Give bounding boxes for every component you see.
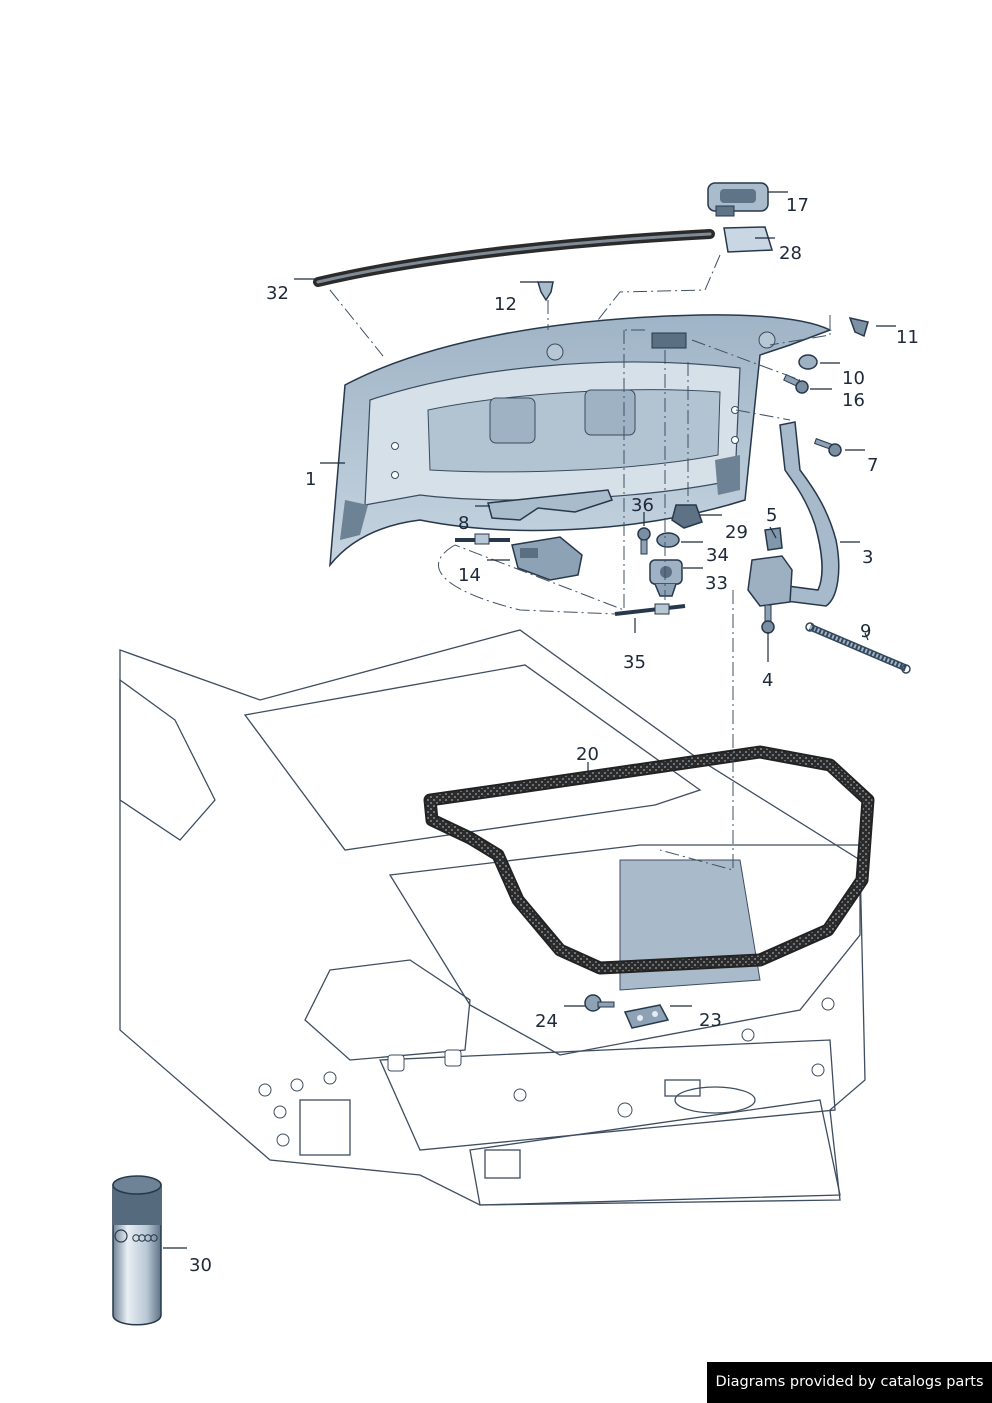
callout-16: 16 bbox=[842, 390, 865, 411]
callout-35: 35 bbox=[623, 652, 646, 673]
handle-part bbox=[707, 182, 769, 217]
callout-17: 17 bbox=[786, 195, 809, 216]
trunk-seal bbox=[423, 745, 875, 975]
callout-34: 34 bbox=[706, 545, 729, 566]
switch-29 bbox=[671, 504, 703, 529]
screw-24 bbox=[584, 994, 615, 1012]
callout-4: 4 bbox=[762, 670, 773, 691]
cable-end-35 bbox=[614, 603, 686, 616]
callout-33: 33 bbox=[705, 573, 728, 594]
callout-36: 36 bbox=[631, 495, 654, 516]
buffer-10 bbox=[798, 354, 818, 370]
callout-12: 12 bbox=[494, 294, 517, 315]
bolt-16 bbox=[783, 373, 809, 394]
callout-28: 28 bbox=[779, 243, 802, 264]
washer-34 bbox=[656, 532, 680, 548]
callout-1: 1 bbox=[305, 469, 316, 490]
buffer-11 bbox=[848, 316, 869, 338]
screw-36 bbox=[637, 527, 651, 555]
callout-24: 24 bbox=[535, 1011, 558, 1032]
callout-20: 20 bbox=[576, 744, 599, 765]
callout-32: 32 bbox=[266, 283, 289, 304]
rear-window-seal bbox=[313, 229, 715, 287]
hinge-3 bbox=[777, 421, 840, 607]
touch-up-paint-can bbox=[112, 1175, 162, 1326]
callout-8: 8 bbox=[458, 513, 469, 534]
pad-part bbox=[723, 226, 773, 253]
callout-labels: 1 3 4 5 7 8 9 10 11 12 14 16 17 20 23 24… bbox=[189, 195, 919, 1276]
clip-5 bbox=[764, 527, 783, 551]
callout-5: 5 bbox=[766, 505, 777, 526]
lock-cylinder-33 bbox=[649, 559, 683, 597]
credit-banner: Diagrams provided by catalogs parts bbox=[707, 1362, 992, 1403]
callout-7: 7 bbox=[867, 455, 878, 476]
bracket-8 bbox=[487, 489, 613, 521]
callout-30: 30 bbox=[189, 1255, 212, 1276]
callout-14: 14 bbox=[458, 565, 481, 586]
hinge-bracket bbox=[747, 555, 793, 607]
clip-12 bbox=[536, 281, 554, 302]
trunk-lid bbox=[329, 314, 832, 568]
callout-10: 10 bbox=[842, 368, 865, 389]
callout-11: 11 bbox=[896, 327, 919, 348]
leader-lines bbox=[163, 191, 896, 1249]
striker-23 bbox=[623, 1004, 670, 1029]
callout-29: 29 bbox=[725, 522, 748, 543]
bolt-4 bbox=[761, 604, 775, 634]
assembly-lines bbox=[329, 254, 831, 871]
callout-9: 9 bbox=[860, 621, 871, 642]
lock-14 bbox=[455, 533, 583, 581]
spring-9 bbox=[805, 622, 911, 674]
car-body bbox=[119, 629, 866, 1206]
callout-3: 3 bbox=[862, 547, 873, 568]
callout-23: 23 bbox=[699, 1010, 722, 1031]
bolt-7 bbox=[813, 438, 842, 457]
